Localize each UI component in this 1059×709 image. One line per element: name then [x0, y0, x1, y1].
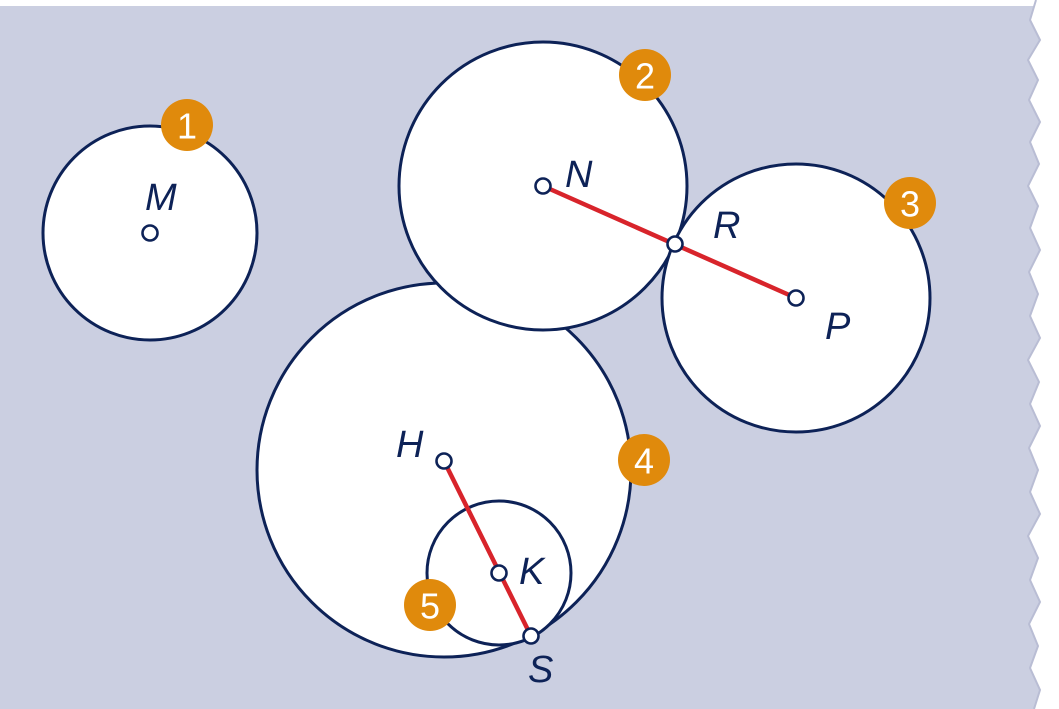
badge-2-number: 2	[635, 56, 655, 97]
point-k	[490, 564, 508, 582]
badge-5: 5	[404, 579, 456, 631]
label-h: H	[396, 424, 424, 466]
label-m: M	[145, 177, 177, 219]
badge-1: 1	[161, 99, 213, 151]
point-n	[534, 177, 552, 195]
badge-3-number: 3	[900, 184, 920, 225]
badge-1-number: 1	[177, 106, 197, 147]
label-p: P	[825, 306, 851, 348]
torn-edge-line	[1026, 0, 1042, 709]
label-n: N	[565, 154, 593, 196]
segment-h-s	[441, 458, 534, 639]
badge-4: 4	[618, 434, 670, 486]
point-r	[666, 235, 684, 253]
point-s	[522, 627, 540, 645]
label-k: K	[519, 551, 546, 593]
point-m	[141, 224, 159, 242]
badge-5-number: 5	[420, 586, 440, 627]
point-h	[435, 452, 453, 470]
label-s: S	[528, 649, 553, 691]
badge-4-number: 4	[634, 441, 654, 482]
torn-edge	[1028, 0, 1059, 709]
point-p	[787, 289, 805, 307]
badge-2: 2	[619, 49, 671, 101]
label-r: R	[713, 205, 740, 247]
badge-3: 3	[884, 177, 936, 229]
